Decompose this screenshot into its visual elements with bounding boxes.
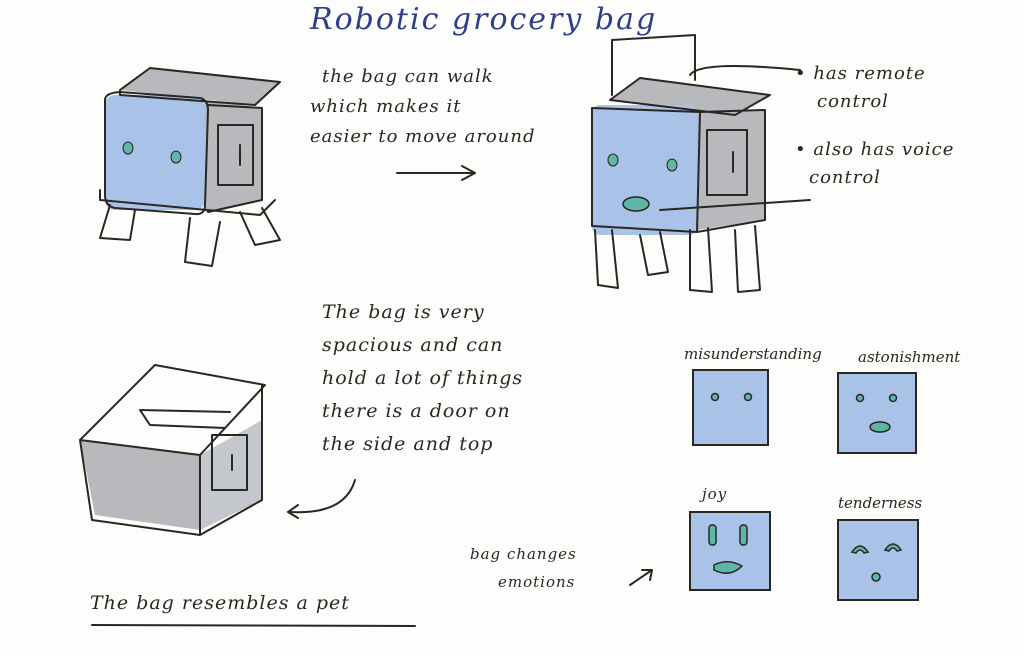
arrow-right-icon: [396, 165, 476, 181]
spacious-note: The bag is very spacious and can hold a …: [322, 296, 523, 461]
face-tenderness: [837, 519, 919, 601]
emotion-label-astonishment: astonishment: [858, 348, 961, 366]
spacious-note-line: The bag is very: [322, 301, 485, 323]
emotion-label-misunderstanding: misunderstanding: [684, 345, 822, 363]
feature-line: • has remote: [795, 63, 926, 84]
feature-line: • also has voice: [795, 139, 955, 160]
feature-line: control: [817, 91, 889, 112]
spacious-note-line: there is a door on: [322, 400, 511, 422]
walk-note-line: which makes it: [310, 96, 462, 117]
face-astonishment: [837, 372, 917, 454]
feature-line: control: [809, 167, 881, 188]
spacious-note-line: hold a lot of things: [322, 367, 524, 389]
walk-note: the bag can walk which makes it easier t…: [310, 62, 535, 152]
emotions-note-line: emotions: [498, 573, 576, 591]
emotion-label-joy: joy: [702, 485, 728, 503]
page-title: Robotic grocery bag: [310, 2, 658, 37]
robot-handle-sketch: [591, 34, 811, 293]
robot-walking-sketch: [99, 67, 281, 267]
open-box-sketch: [79, 364, 266, 536]
underline: [91, 624, 416, 627]
walk-note-line: easier to move around: [310, 126, 536, 147]
pet-note: The bag resembles a pet: [90, 592, 350, 614]
features-note: • has remote control • also has voice co…: [795, 60, 954, 192]
face-misunderstanding: [692, 369, 769, 446]
spacious-note-line: the side and top: [322, 433, 494, 455]
emotion-label-tenderness: tenderness: [838, 494, 923, 512]
walk-note-line: the bag can walk: [322, 66, 494, 87]
spacious-note-line: spacious and can: [322, 334, 504, 356]
curved-arrow-icon: [287, 479, 356, 519]
arrow-up-right-icon: [629, 569, 653, 586]
emotions-note-line: bag changes: [470, 545, 577, 563]
face-joy: [689, 511, 771, 591]
emotions-note: bag changes emotions: [470, 540, 577, 596]
